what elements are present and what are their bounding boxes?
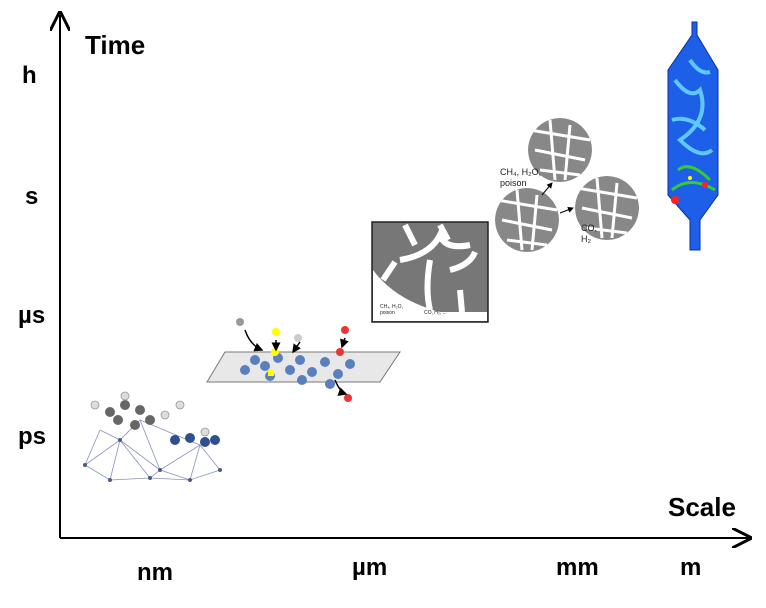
pore-image [371, 221, 489, 323]
pore-inlet-label: CH₄, H₂O, poison [380, 304, 403, 316]
molecular-cluster-image [83, 391, 222, 482]
catalyst-particles-image [495, 118, 639, 252]
x-tick-um: µm [352, 554, 388, 581]
y-tick-s: s [25, 183, 39, 210]
y-tick-us: µs [18, 302, 46, 329]
reactor-cfd-image [667, 21, 719, 251]
y-axis-title: Time [85, 30, 146, 60]
y-tick-ps: ps [18, 423, 47, 450]
catalyst-surface-image [206, 318, 401, 402]
pore-outlet-label: CO, H₂, ... [424, 310, 447, 316]
particle-outlet-label: CO, H₂ [581, 223, 598, 244]
particle-inlet-label: CH₄, H₂O, poison [500, 167, 542, 188]
y-tick-h: h [22, 62, 37, 89]
x-tick-nm: nm [137, 559, 173, 586]
x-tick-m: m [680, 554, 702, 581]
x-tick-mm: mm [556, 554, 599, 581]
x-axis-title: Scale [668, 492, 736, 522]
